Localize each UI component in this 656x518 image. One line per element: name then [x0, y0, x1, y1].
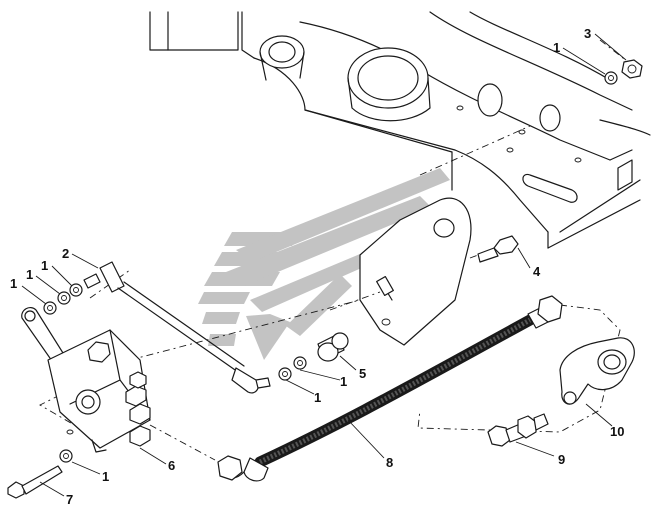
part-washer-top [604, 71, 618, 85]
callout-1-lower: 1 [102, 469, 109, 484]
callout-8: 8 [386, 455, 393, 470]
callout-9: 9 [558, 452, 565, 467]
callout-1-center-a: 1 [340, 374, 347, 389]
watermark-logo [198, 168, 450, 360]
part-washers-center [278, 356, 307, 381]
part-bracket-10 [559, 337, 635, 405]
part-valve-block-6 [21, 306, 151, 453]
part-adapter-9 [487, 413, 549, 447]
part-hose-8 [217, 295, 563, 482]
callout-3: 3 [584, 26, 591, 41]
callout-10: 10 [610, 424, 624, 439]
callout-6: 6 [168, 458, 175, 473]
callout-7: 7 [66, 492, 73, 507]
callout-labels: 1 3 2 1 1 1 4 5 1 1 6 1 7 8 9 10 [10, 26, 624, 507]
part-nut [621, 59, 643, 79]
part-long-bolt-7 [7, 465, 63, 499]
callout-2: 2 [62, 246, 69, 261]
callout-1-left-c: 1 [41, 258, 48, 273]
callout-1-left-b: 1 [26, 267, 33, 282]
part-washers-left [43, 283, 83, 315]
callout-1-top: 1 [553, 40, 560, 55]
callout-4: 4 [533, 264, 541, 279]
leader-lines [21, 33, 627, 497]
part-bolt-4 [477, 235, 519, 263]
bracket-plate [359, 197, 472, 346]
callout-1-left-a: 1 [10, 276, 17, 291]
part-washer-lower [59, 449, 73, 463]
part-rod-2 [83, 261, 271, 394]
part-spacer-5 [317, 332, 349, 362]
callout-1-center-b: 1 [314, 390, 321, 405]
callout-5: 5 [359, 366, 366, 381]
frame-structure [149, 11, 651, 249]
